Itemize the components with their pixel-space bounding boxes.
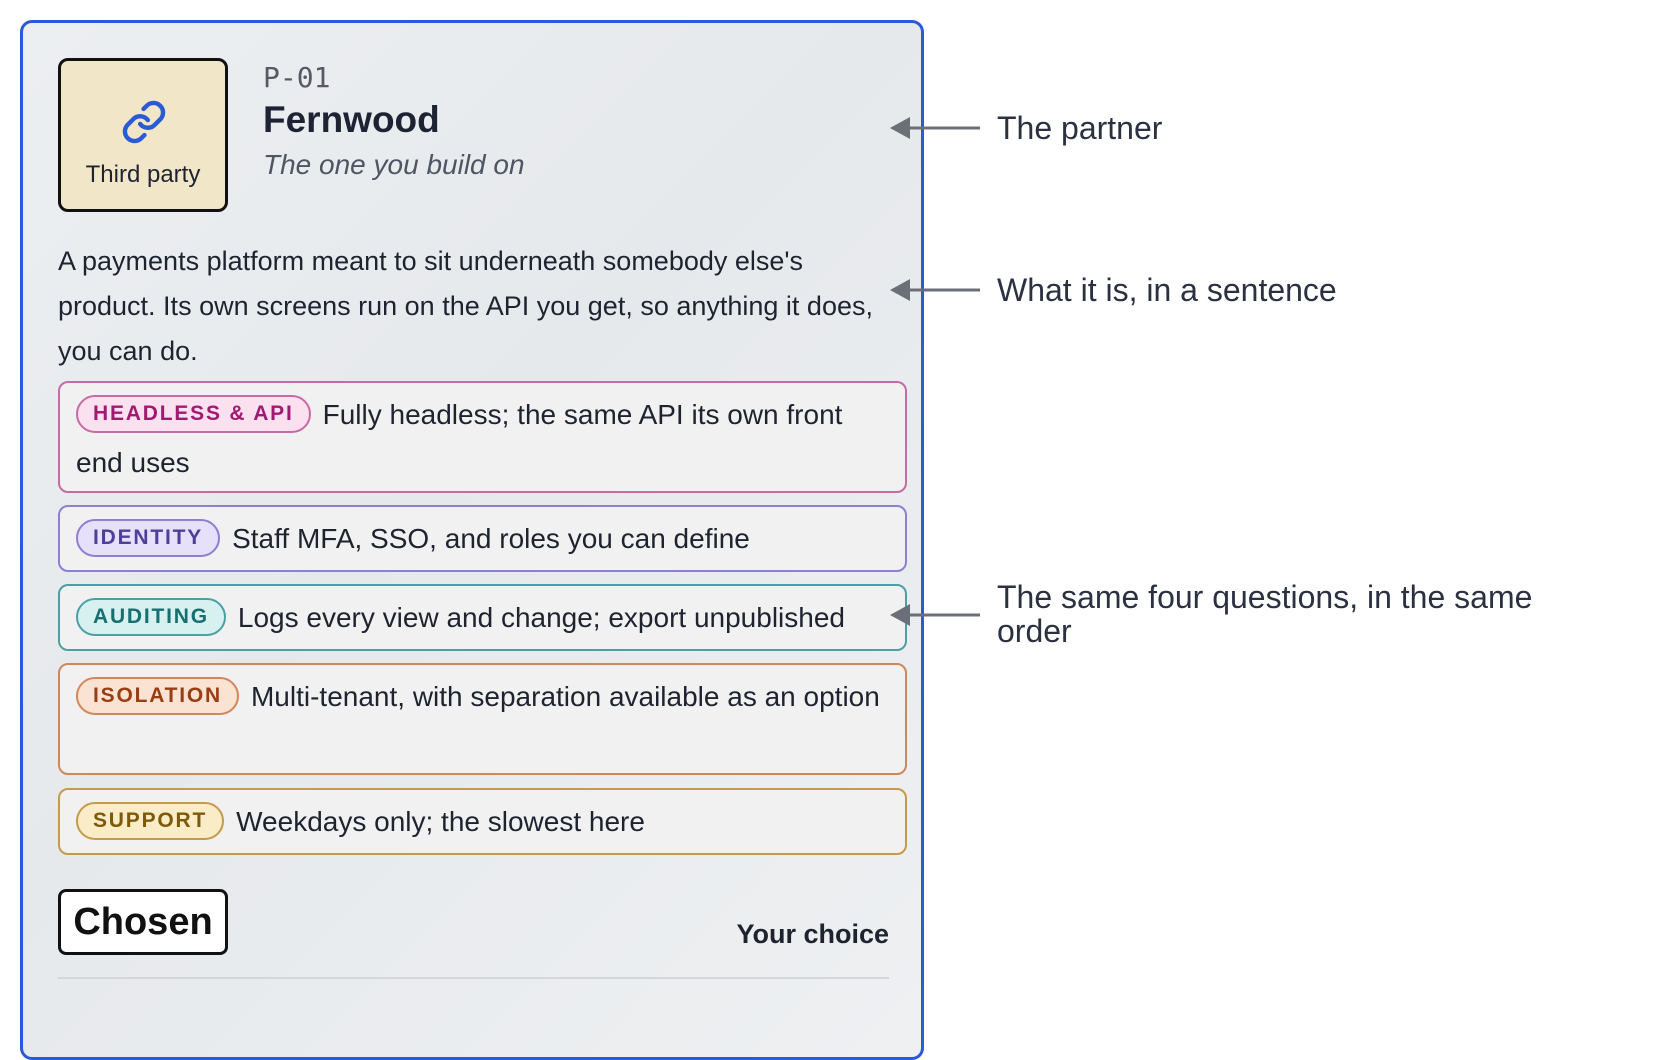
annotation-label: The partner — [997, 110, 1163, 146]
annotation-label: The same four questions, in the same ord… — [997, 579, 1533, 649]
thumbnail-label: Third party — [85, 161, 201, 188]
arrow-left-icon — [890, 117, 980, 139]
feature-text: Logs every view and change; export unpub… — [237, 602, 845, 633]
annotation-label: What it is, in a sentence — [997, 272, 1337, 308]
feature-row-support: SUPPORT Weekdays only; the slowest here — [58, 788, 907, 855]
partner-thumbnail: Third party — [58, 58, 228, 212]
arrow-left-icon — [890, 604, 980, 626]
feature-text: Fully headless; the same API its own fro… — [76, 399, 843, 478]
divider — [58, 977, 889, 979]
feature-row-isolation: ISOLATION Multi-tenant, with separation a… — [58, 663, 907, 775]
chosen-button[interactable]: Chosen — [58, 889, 228, 955]
your-choice-label: Your choice — [736, 919, 889, 949]
feature-tag: AUDITING — [76, 597, 226, 636]
partner-card: Third party P-01 Fernwood The one you bu… — [20, 20, 924, 1060]
arrow-left-icon — [890, 279, 980, 301]
partner-description: A payments platform meant to sit underne… — [58, 246, 873, 366]
feature-tag: SUPPORT — [76, 801, 225, 840]
feature-row-auditing: AUDITING Logs every view and change; expo… — [58, 584, 907, 651]
partner-tagline: The one you build on — [263, 149, 525, 180]
feature-tag: HEADLESS & API — [76, 394, 311, 433]
link-icon — [122, 100, 166, 144]
feature-row-identity: IDENTITY Staff MFA, SSO, and roles you ca… — [58, 505, 907, 572]
feature-tag: ISOLATION — [76, 676, 239, 715]
partner-name: Fernwood — [263, 99, 440, 140]
partner-id: P-01 — [263, 61, 331, 94]
feature-text: Weekdays only; the slowest here — [236, 806, 645, 837]
feature-tag: IDENTITY — [76, 518, 221, 557]
feature-text: Staff MFA, SSO, and roles you can define — [232, 523, 750, 554]
feature-text: Multi-tenant, with separation available … — [250, 681, 880, 712]
